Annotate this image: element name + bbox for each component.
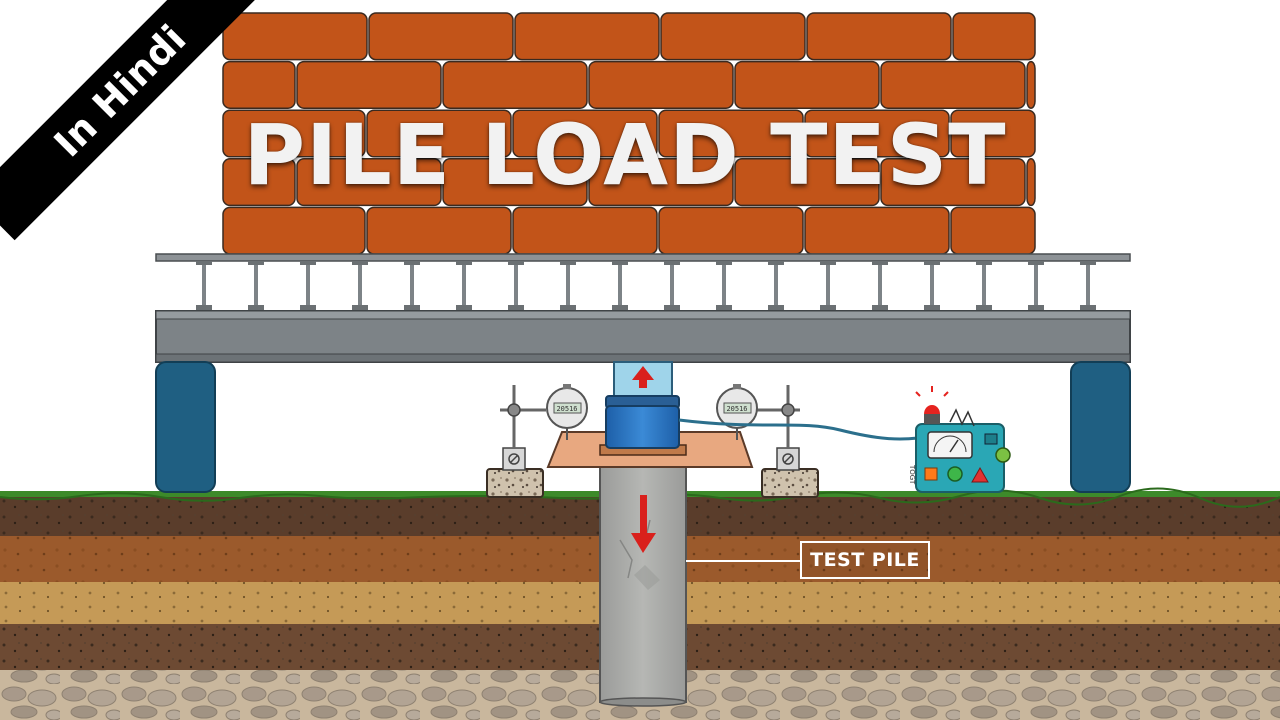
hydraulic-jack xyxy=(605,361,680,449)
brick xyxy=(880,60,1026,109)
brick xyxy=(366,206,512,255)
brick xyxy=(950,206,1036,255)
up-arrow-icon xyxy=(632,366,654,388)
hydraulic-pump-panel: TOGT xyxy=(908,386,1011,493)
brick xyxy=(222,206,366,255)
grillage-post xyxy=(716,261,732,311)
brick xyxy=(950,109,1036,158)
brick xyxy=(952,12,1036,61)
test-pile xyxy=(599,445,687,707)
brick xyxy=(368,12,514,61)
left-gauge-reading: 20516 xyxy=(556,405,577,413)
brick xyxy=(804,206,950,255)
panel-side-text: TOGT xyxy=(908,464,916,485)
left-dial-gauge-assembly: 20516 xyxy=(486,384,588,498)
test-pile-label: TEST PILE xyxy=(800,541,930,579)
brick xyxy=(1026,60,1036,109)
brick xyxy=(734,158,880,207)
brick xyxy=(1026,158,1036,207)
steel-grillage xyxy=(155,253,1131,311)
right-dial-gauge-assembly: 20516 xyxy=(716,384,819,498)
brick xyxy=(222,109,366,158)
brick xyxy=(806,12,952,61)
brick xyxy=(222,12,368,61)
grillage-post xyxy=(404,261,420,311)
reaction-beam xyxy=(155,310,1131,363)
grillage-post xyxy=(820,261,836,311)
brick xyxy=(222,158,296,207)
warning-light-icon xyxy=(915,386,949,424)
brick xyxy=(222,60,296,109)
grillage-post xyxy=(612,261,628,311)
brick xyxy=(658,109,804,158)
brick xyxy=(296,158,442,207)
brick xyxy=(660,12,806,61)
grillage-post xyxy=(300,261,316,311)
grillage-post xyxy=(248,261,264,311)
brick xyxy=(658,206,804,255)
brick xyxy=(588,158,734,207)
down-arrow-icon xyxy=(631,495,656,553)
brick xyxy=(588,60,734,109)
grillage-post xyxy=(1080,261,1096,311)
grillage-post xyxy=(196,261,212,311)
grillage-post xyxy=(664,261,680,311)
grillage-post xyxy=(768,261,784,311)
brick xyxy=(734,60,880,109)
brick xyxy=(442,158,588,207)
grillage-post xyxy=(508,261,524,311)
grillage-post xyxy=(456,261,472,311)
brick xyxy=(442,60,588,109)
hydraulic-hose xyxy=(678,418,919,441)
brick xyxy=(512,206,658,255)
grillage-post xyxy=(924,261,940,311)
brick xyxy=(296,60,442,109)
grillage-post xyxy=(872,261,888,311)
left-support xyxy=(155,361,216,493)
brick xyxy=(804,109,950,158)
page-title: PILE LOAD TEST xyxy=(243,106,1007,204)
grillage-post xyxy=(1028,261,1044,311)
brick xyxy=(514,12,660,61)
grillage-post xyxy=(976,261,992,311)
brick xyxy=(512,109,658,158)
right-gauge-reading: 20516 xyxy=(726,405,747,413)
grillage-post xyxy=(352,261,368,311)
right-support xyxy=(1070,361,1131,493)
grillage-post xyxy=(560,261,576,311)
brick-kentledge xyxy=(222,12,1036,255)
brick xyxy=(880,158,1026,207)
brick xyxy=(366,109,512,158)
